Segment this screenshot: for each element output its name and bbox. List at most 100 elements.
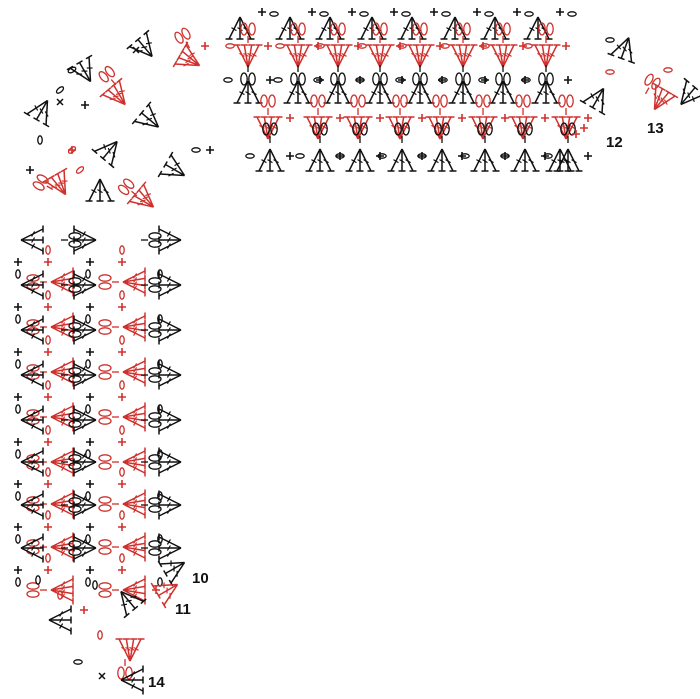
double-crochet-fan-symbol <box>315 16 345 40</box>
chain-stitch-symbol <box>315 43 325 49</box>
chain-stitch-symbol <box>119 380 125 390</box>
chain-stitch-symbol <box>377 153 387 159</box>
picot-loop-symbol <box>538 65 554 86</box>
double-crochet-fan-symbol <box>20 360 44 390</box>
row-label-10: 10 <box>192 570 209 587</box>
single-crochet-symbol <box>86 393 94 401</box>
chain-stitch-symbol <box>67 146 77 154</box>
picot-loop-symbol <box>330 65 346 86</box>
picot-loop-symbol <box>644 73 661 95</box>
chain-stitch-symbol <box>119 335 125 345</box>
chain-stitch-symbol <box>85 534 91 544</box>
double-crochet-fan-symbol <box>126 181 155 208</box>
double-crochet-fan-symbol <box>233 80 263 104</box>
double-crochet-fan-symbol <box>99 77 126 106</box>
double-crochet-fan-symbol <box>66 54 93 83</box>
chain-stitch-symbol <box>45 335 51 345</box>
single-crochet-symbol <box>286 152 294 160</box>
double-crochet-fan-symbol <box>470 148 500 172</box>
chain-stitch-symbol <box>75 166 85 174</box>
chain-stitch-symbol <box>45 380 51 390</box>
single-crochet-symbol <box>501 114 509 122</box>
picot-loop-symbol <box>432 94 448 115</box>
picot-loop-symbol <box>61 454 82 470</box>
double-crochet-fan-symbol <box>405 80 435 104</box>
chain-stitch-symbol <box>521 77 531 83</box>
chain-stitch-symbol <box>191 147 201 153</box>
picot-loop-symbol <box>240 65 256 86</box>
single-crochet-symbol <box>390 8 398 16</box>
chain-stitch-symbol <box>245 153 255 159</box>
chain-stitch-symbol <box>225 43 235 49</box>
double-crochet-fan-symbol <box>73 405 97 435</box>
chain-stitch-symbol <box>45 425 51 435</box>
picot-loop-symbol <box>61 497 82 513</box>
single-crochet-symbol <box>14 348 22 356</box>
chain-stitch-symbol <box>480 43 490 49</box>
double-crochet-fan-symbol <box>73 533 97 563</box>
single-crochet-symbol <box>86 480 94 488</box>
chain-stitch-symbol <box>119 510 125 520</box>
chain-stitch-symbol <box>73 659 83 665</box>
picot-loop-symbol <box>26 582 47 598</box>
double-crochet-fan-symbol <box>255 148 285 172</box>
chain-stitch-symbol <box>15 404 21 414</box>
double-crochet-fan-symbol <box>275 16 305 40</box>
double-crochet-fan-symbol <box>122 267 146 297</box>
picot-loop-symbol <box>98 319 119 335</box>
single-crochet-symbol <box>26 166 34 174</box>
single-crochet-symbol <box>86 523 94 531</box>
chain-stitch-symbol <box>567 11 577 17</box>
chain-stitch-symbol <box>157 314 163 324</box>
chain-stitch-symbol <box>15 577 21 587</box>
single-crochet-symbol <box>14 393 22 401</box>
chain-stitch-symbol <box>157 404 163 414</box>
chain-stitch-symbol <box>440 43 450 49</box>
picot-loop-symbol <box>141 367 162 383</box>
chain-stitch-symbol <box>295 153 305 159</box>
double-crochet-fan-symbol <box>233 44 263 68</box>
double-crochet-fan-symbol <box>397 16 427 40</box>
picot-loop-symbol <box>61 277 82 293</box>
double-crochet-fan-symbol <box>73 360 97 390</box>
double-crochet-fan-symbol <box>225 16 255 40</box>
chain-stitch-symbol <box>441 11 451 17</box>
double-crochet-fan-symbol <box>323 44 353 68</box>
chain-stitch-symbol <box>57 590 63 600</box>
single-crochet-symbol <box>572 130 580 138</box>
double-crochet-fan-symbol <box>122 357 146 387</box>
picot-loop-symbol <box>310 94 326 115</box>
single-crochet-symbol <box>86 258 94 266</box>
single-crochet-symbol <box>14 258 22 266</box>
chain-stitch-symbol <box>223 77 233 83</box>
chain-stitch-symbol <box>355 77 365 83</box>
double-crochet-fan-symbol <box>20 225 44 255</box>
picot-loop-symbol <box>352 122 368 143</box>
double-crochet-fan-symbol <box>523 16 553 40</box>
double-crochet-fan-symbol <box>50 532 74 562</box>
single-crochet-symbol <box>81 101 89 109</box>
single-crochet-symbol <box>44 566 52 574</box>
picot-loop-symbol <box>260 94 276 115</box>
single-crochet-symbol <box>458 152 466 160</box>
picot-loop-symbol <box>117 178 138 197</box>
slip-stitch-symbol <box>132 46 140 54</box>
chain-stitch-symbol <box>484 11 494 17</box>
double-crochet-fan-symbol <box>20 490 44 520</box>
chain-stitch-symbol <box>397 43 407 49</box>
picot-loop-symbol <box>98 496 119 512</box>
double-crochet-fan-symbol <box>545 148 575 172</box>
double-crochet-fan-symbol <box>20 533 44 563</box>
double-crochet-fan-symbol <box>531 44 561 68</box>
double-crochet-fan-symbol <box>440 16 470 40</box>
picot-loop-symbol <box>290 65 306 86</box>
row-label-13: 13 <box>647 120 664 137</box>
double-crochet-fan-symbol <box>448 44 478 68</box>
chain-stitch-symbol <box>67 66 77 74</box>
double-crochet-fan-symbol <box>357 16 387 40</box>
picot-loop-symbol <box>61 232 82 248</box>
single-crochet-symbol <box>513 8 521 16</box>
row-label-12: 12 <box>606 134 623 151</box>
slip-stitch-symbol <box>56 98 64 106</box>
single-crochet-symbol <box>118 566 126 574</box>
